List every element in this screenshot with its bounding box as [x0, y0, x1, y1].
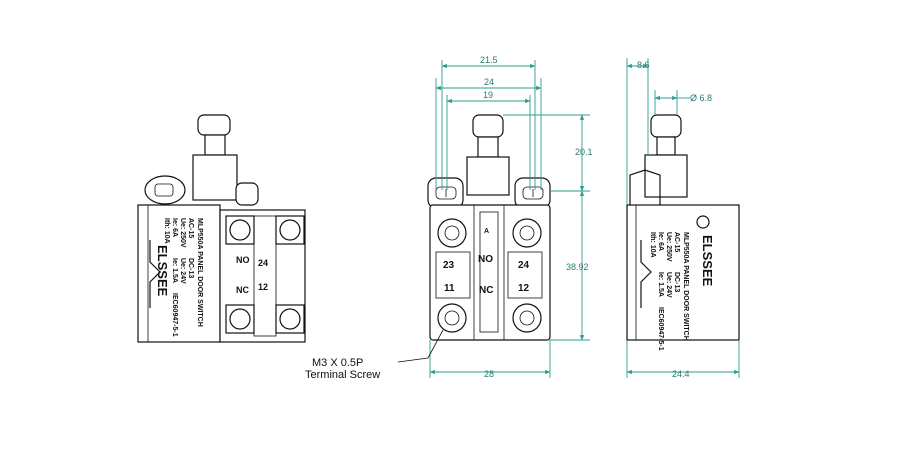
- left-ear: [144, 175, 186, 205]
- plunger-stem: [204, 134, 226, 156]
- left-dc-rating: DC-13: [187, 258, 194, 278]
- left-model-text: MLP550A PANEL DOOR SWITCH: [196, 218, 203, 327]
- front-plunger-cap: [472, 114, 504, 138]
- left-ue-dc: Ue: 24V: [179, 258, 186, 284]
- dim-20-1: 20.1: [575, 147, 593, 157]
- front-plunger-stem: [477, 136, 499, 158]
- side-plunger-housing: [644, 154, 688, 198]
- left-view: NO 24 NC 12 MLP550A PANEL DOOR SWITCH AC…: [137, 114, 306, 343]
- dim-19: 19: [483, 90, 493, 100]
- front-screw-br: [512, 303, 542, 333]
- front-arrow-mark: A: [484, 228, 489, 235]
- terminal-screw-spec: M3 X 0.5P: [312, 357, 363, 369]
- side-view: MLP550A PANEL DOOR SWITCH AC-15 DC-13 Ue…: [626, 58, 740, 379]
- left-screw-br: [275, 304, 305, 334]
- terminal-screw-label: Terminal Screw: [305, 369, 380, 381]
- side-body: [626, 204, 740, 341]
- left-ue-ac: Ue: 250V: [179, 218, 186, 248]
- front-view: A NO NC 23 11 24 12 21.5 24 19 20.1 38.9…: [397, 55, 593, 379]
- side-ue-ac: Ue: 250V: [665, 232, 672, 262]
- left-body: [137, 204, 221, 343]
- side-plunger-cap: [650, 114, 682, 138]
- left-ac-rating: AC-15: [187, 218, 194, 238]
- switch-symbol: [149, 240, 161, 308]
- left-brand-logo: ELSSEE: [155, 245, 170, 297]
- side-ue-dc: Ue: 24V: [665, 272, 672, 298]
- side-dc-rating: DC-13: [673, 272, 680, 292]
- front-left-ear: [427, 177, 464, 209]
- front-body: [429, 204, 551, 341]
- left-t24: 24: [258, 258, 268, 268]
- front-right-ear: [514, 177, 551, 209]
- dim-38-92: 38.92: [566, 262, 589, 272]
- dim-dia-6-8: Ø 6.8: [690, 93, 712, 103]
- front-screw-tr: [512, 218, 542, 248]
- side-switch-symbol: [640, 240, 652, 308]
- front-screw-bl: [437, 303, 467, 333]
- dim-8-6: 8.6: [637, 60, 650, 70]
- left-nc-label: NC: [236, 285, 249, 295]
- front-no-label: NO: [478, 254, 493, 265]
- left-ear-slot: [154, 183, 174, 197]
- left-ie-ac: Ie: 6A: [171, 218, 178, 237]
- dim-24: 24: [484, 77, 494, 87]
- front-plunger-housing: [466, 156, 510, 196]
- side-logo-mark: [696, 215, 710, 229]
- left-standard: IEC60947-5-1: [171, 293, 178, 337]
- right-ear: [235, 182, 259, 206]
- side-brand-logo: ELSSEE: [700, 235, 715, 287]
- front-screw-tl: [437, 218, 467, 248]
- side-ith: Ith: 10A: [649, 232, 656, 258]
- side-model-text: MLP550A PANEL DOOR SWITCH: [682, 232, 689, 341]
- left-ith: Ith: 10A: [163, 218, 170, 244]
- dim-24-4: 24.4: [672, 369, 690, 379]
- front-nc-label: NC: [479, 285, 493, 296]
- front-t12: 12: [518, 283, 530, 294]
- front-t24: 24: [518, 260, 530, 271]
- left-no-label: NO: [236, 255, 250, 265]
- side-plunger-stem: [656, 136, 676, 156]
- terminal-screw-leader: [397, 329, 444, 363]
- plunger-housing: [192, 154, 238, 201]
- dim-21-5: 21.5: [480, 55, 498, 65]
- dim-28: 28: [484, 369, 494, 379]
- left-screw-bl: [225, 304, 255, 334]
- left-ie-dc: Ie: 1.5A: [171, 258, 178, 283]
- plunger-cap: [197, 114, 231, 136]
- side-ie-dc: Ie: 1.5A: [657, 272, 664, 297]
- side-ac-rating: AC-15: [673, 232, 680, 252]
- front-t11: 11: [444, 283, 455, 294]
- side-standard: IEC60947-5-1: [657, 307, 664, 351]
- front-t23: 23: [443, 260, 455, 271]
- left-t12: 12: [258, 282, 268, 292]
- side-ie-ac: Ie: 6A: [657, 232, 664, 251]
